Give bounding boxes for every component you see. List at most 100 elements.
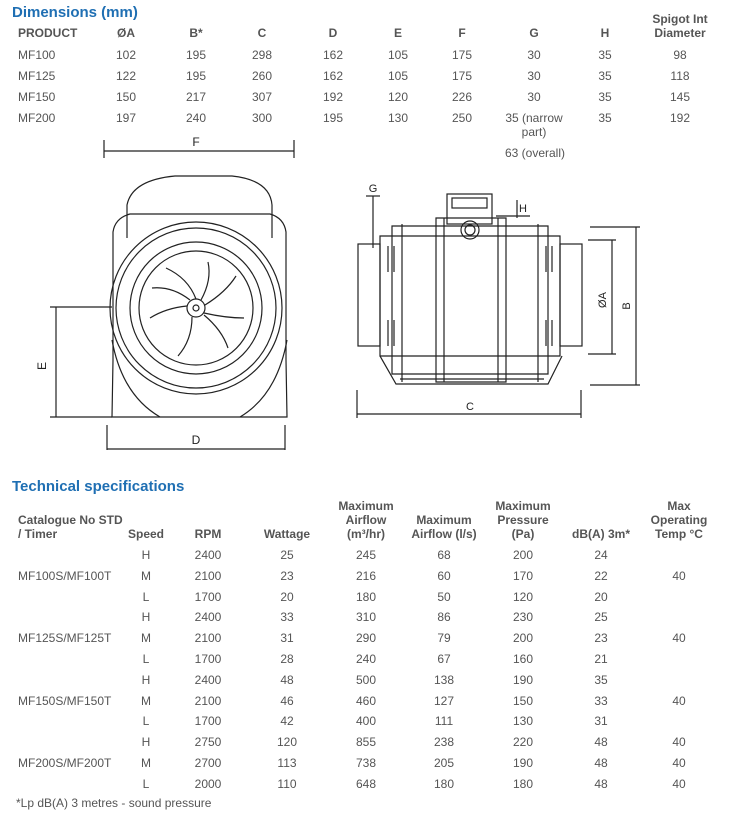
spec-cell-speed: M: [141, 569, 151, 583]
catalogue-number: MF200S/MF200T: [18, 756, 112, 770]
spec-cell-speed: L: [142, 590, 150, 604]
spec-cell-wattage: 28: [280, 652, 294, 666]
spec-cell-pa: 190: [512, 673, 534, 687]
header-speed: Speed: [127, 527, 164, 541]
spec-cell-m3: 245: [355, 548, 377, 562]
specs-footnote: *Lp dB(A) 3 metres - sound pressure: [16, 796, 212, 810]
header-max-temp: Max Operating Temp °C: [650, 499, 708, 541]
spec-cell-dba: 48: [594, 735, 608, 749]
spec-cell-speed: M: [141, 694, 151, 708]
spec-cell-rpm: 1700: [194, 714, 222, 728]
spec-cell-speed: M: [141, 631, 151, 645]
spec-cell-dba: 35: [594, 673, 608, 687]
dimension-label-g: G: [369, 183, 378, 195]
dim-cell: 162: [322, 48, 344, 62]
dimension-label-b: B: [621, 302, 633, 309]
catalogue-number: MF125S/MF125T: [18, 631, 112, 645]
dim-cell: 105: [387, 48, 409, 62]
spec-cell-rpm: 2750: [194, 735, 222, 749]
dim-cell: 35: [598, 90, 612, 104]
header-catalogue: Catalogue No STD / Timer: [18, 513, 123, 541]
spec-cell-rpm: 1700: [194, 590, 222, 604]
spec-cell-speed: H: [141, 673, 151, 687]
spec-cell-temp: 40: [672, 694, 686, 708]
dim-cell: 35: [598, 69, 612, 83]
spec-cell-ls: 86: [437, 610, 451, 624]
spec-cell-dba: 24: [594, 548, 608, 562]
spec-cell-dba: 23: [594, 631, 608, 645]
fan-front-view-diagram: F D E: [35, 135, 295, 450]
dim-cell: 197: [115, 111, 137, 125]
spec-cell-dba: 33: [594, 694, 608, 708]
dim-cell: 102: [115, 48, 137, 62]
spec-cell-rpm: 2000: [194, 777, 222, 791]
header-max-airflow-ls: Maximum Airflow (l/s): [411, 513, 477, 541]
spec-cell-wattage: 23: [280, 569, 294, 583]
spec-cell-pa: 120: [512, 590, 534, 604]
spec-cell-m3: 648: [355, 777, 377, 791]
dim-cell: 240: [185, 111, 207, 125]
spec-cell-ls: 79: [437, 631, 451, 645]
dim-header-2: B*: [189, 26, 203, 40]
spec-cell-wattage: 25: [280, 548, 294, 562]
spec-cell-ls: 68: [437, 548, 451, 562]
dimension-label-c: C: [466, 401, 474, 413]
dim-cell: 162: [322, 69, 344, 83]
spec-cell-wattage: 33: [280, 610, 294, 624]
spec-cell-speed: L: [142, 777, 150, 791]
header-rpm: RPM: [194, 527, 222, 541]
spec-cell-temp: 40: [672, 756, 686, 770]
spec-cell-m3: 738: [355, 756, 377, 770]
dim-header-5: E: [393, 26, 402, 40]
spec-cell-ls: 50: [437, 590, 451, 604]
dim-cell: 98: [673, 48, 687, 62]
dim-cell: 195: [322, 111, 344, 125]
dim-cell: 120: [387, 90, 409, 104]
dim-header-7: G: [529, 26, 539, 40]
dim-cell: 35: [598, 48, 612, 62]
spec-cell-speed: H: [141, 548, 151, 562]
dimensions-title: Dimensions (mm): [12, 4, 138, 21]
dim-cell: 145: [669, 90, 691, 104]
dim-cell: 195: [185, 69, 207, 83]
spec-cell-speed: L: [142, 714, 150, 728]
dim-cell: 30: [527, 69, 541, 83]
spec-cell-ls: 180: [433, 777, 455, 791]
spec-cell-m3: 240: [355, 652, 377, 666]
spec-cell-dba: 22: [594, 569, 608, 583]
dim-cell: 30: [527, 48, 541, 62]
spec-cell-pa: 220: [512, 735, 534, 749]
specs-title: Technical specifications: [12, 478, 185, 495]
spec-cell-rpm: 2700: [194, 756, 222, 770]
spec-cell-pa: 200: [512, 548, 534, 562]
spec-cell-ls: 238: [433, 735, 455, 749]
spec-cell-pa: 150: [512, 694, 534, 708]
dim-cell: 195: [185, 48, 207, 62]
spec-cell-rpm: 2100: [194, 569, 222, 583]
spec-cell-m3: 180: [355, 590, 377, 604]
dimension-label-f: F: [192, 135, 199, 149]
dim-header-8: H: [600, 26, 610, 40]
header-max-pressure: Maximum Pressure (Pa): [495, 499, 551, 541]
spec-cell-wattage: 120: [276, 735, 298, 749]
dim-product-name: MF100: [18, 48, 56, 62]
spec-cell-speed: M: [141, 756, 151, 770]
dim-header-0: PRODUCT: [18, 26, 78, 40]
spec-cell-speed: L: [142, 652, 150, 666]
spec-cell-speed: H: [141, 610, 151, 624]
spec-cell-wattage: 31: [280, 631, 294, 645]
spec-cell-pa: 170: [512, 569, 534, 583]
spec-cell-rpm: 2400: [194, 548, 222, 562]
spec-cell-rpm: 2400: [194, 610, 222, 624]
spec-cell-dba: 31: [594, 714, 608, 728]
header-max-airflow-m3: Maximum Airflow (m³/hr): [338, 499, 394, 541]
dimension-label-a: ØA: [597, 291, 609, 308]
dim-cell: 175: [451, 69, 473, 83]
dim-cell: 105: [387, 69, 409, 83]
spec-cell-pa: 230: [512, 610, 534, 624]
spec-cell-m3: 460: [355, 694, 377, 708]
spec-cell-temp: 40: [672, 735, 686, 749]
spec-cell-temp: 40: [672, 777, 686, 791]
spec-cell-wattage: 110: [277, 777, 297, 791]
spec-cell-rpm: 2100: [194, 631, 222, 645]
